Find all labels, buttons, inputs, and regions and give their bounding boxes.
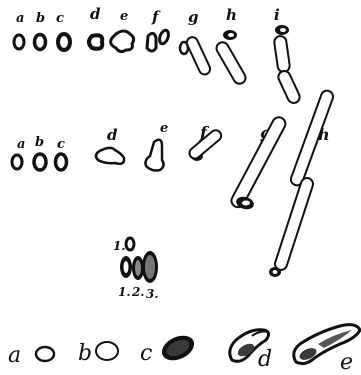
- spore-1f: [147, 33, 156, 51]
- row4-label-e: e: [340, 350, 353, 375]
- spore-1f-second: [158, 29, 170, 45]
- group3-label-2: 2.: [131, 285, 145, 299]
- group3-label-1: 1.: [118, 285, 131, 299]
- row2-label-a: a: [17, 137, 25, 152]
- rod-1h: [214, 40, 247, 86]
- row4-spores: a b c d e: [8, 325, 360, 375]
- spore-4b: [96, 342, 118, 360]
- row2-label-b: b: [35, 135, 44, 150]
- row4-label-d: d: [258, 347, 272, 372]
- row4-label-c: c: [140, 341, 152, 366]
- row4-label-a: a: [8, 343, 21, 368]
- spore-1c: [58, 34, 70, 50]
- row1-label-f: f: [151, 8, 161, 26]
- spore-1e: [111, 31, 134, 52]
- row1-label-i: i: [274, 6, 280, 24]
- spore-2a: [12, 155, 22, 169]
- row4-label-b: b: [78, 341, 92, 366]
- row1-label-c: c: [56, 11, 64, 26]
- row1-label-a: a: [16, 11, 24, 26]
- rod-2h-lower: [273, 176, 314, 271]
- rod-2g: [229, 115, 287, 209]
- group3-label-top: 1.: [113, 239, 126, 253]
- row2-label-e: e: [160, 121, 168, 136]
- rod-1i-upper: [274, 35, 291, 72]
- row1-label-b: b: [36, 11, 45, 26]
- rod-1g: [185, 35, 212, 76]
- spore-2d: [96, 148, 124, 164]
- row2-label-c: c: [57, 137, 65, 152]
- spore-2h-highlight: [273, 270, 278, 274]
- group3-label-3: 3.: [146, 287, 159, 301]
- spore-4a: [36, 347, 54, 361]
- spore-3-3-inner: [145, 255, 155, 279]
- row1-label-e: e: [120, 9, 128, 24]
- spore-2b: [34, 154, 46, 170]
- spore-3-2-inner: [135, 260, 141, 276]
- row1-label-d: d: [90, 5, 101, 23]
- spore-3-top: [126, 238, 134, 250]
- group3-spores: 1. 1. 2. 3.: [113, 238, 159, 301]
- spore-2c: [56, 154, 67, 170]
- row1-label-h: h: [226, 6, 237, 24]
- spore-1b: [35, 35, 46, 50]
- spore-2g-highlight: [242, 201, 250, 206]
- row1-label-g: g: [188, 8, 199, 26]
- row1-stages: a b c d e f g h i: [14, 5, 302, 105]
- spore-1d: [89, 35, 102, 49]
- spore-1i-highlight: [280, 28, 286, 32]
- spore-1h-highlight: [228, 33, 234, 37]
- row2-stages: a b c d e f g h: [12, 89, 335, 277]
- spore-1a: [14, 35, 24, 49]
- spore-3-1-inner: [124, 261, 129, 273]
- rod-1i-lower: [276, 69, 301, 105]
- spore-2e: [146, 140, 164, 171]
- row2-label-d: d: [107, 126, 118, 144]
